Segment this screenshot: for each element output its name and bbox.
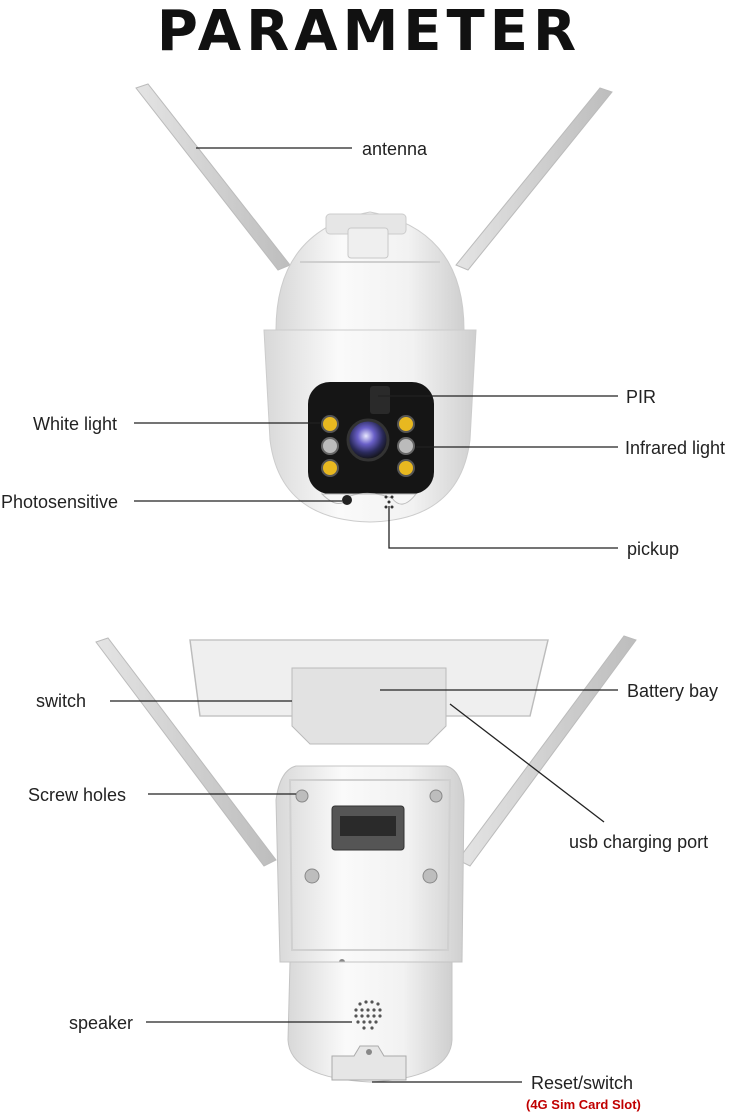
screw-hole <box>429 789 443 803</box>
white-led <box>397 459 415 477</box>
label-infrared-light: Infrared light <box>625 438 726 458</box>
top-camera <box>135 83 613 523</box>
left-antenna-rear <box>95 637 277 867</box>
page-title: PARAMETER <box>156 0 582 64</box>
screw-hole <box>304 868 320 884</box>
white-led <box>321 459 339 477</box>
label-battery-bay: Battery bay <box>627 681 719 701</box>
label-pickup: pickup <box>627 539 680 559</box>
label-photosensitive: Photosensitive <box>1 492 119 512</box>
label-switch: switch <box>36 691 87 711</box>
bottom-camera <box>95 635 637 1083</box>
callout-lines <box>110 147 618 1083</box>
left-antenna <box>135 83 291 271</box>
speaker-grille <box>354 1000 382 1030</box>
screw-hole <box>422 868 438 884</box>
pickup-mic-holes <box>384 495 394 509</box>
label-antenna: antenna <box>362 139 428 159</box>
ir-led <box>321 437 339 455</box>
usb-port-callout <box>449 703 605 823</box>
label-sim-slot: (4G Sim Card Slot) <box>526 1097 641 1112</box>
label-pir: PIR <box>626 387 657 407</box>
white-led <box>321 415 339 433</box>
pickup-callout <box>388 506 618 549</box>
white-led <box>397 415 415 433</box>
photosensitive-sensor <box>342 495 352 505</box>
label-speaker: speaker <box>69 1013 134 1033</box>
rear-mount <box>275 765 465 963</box>
label-reset-switch: Reset/switch <box>531 1073 634 1093</box>
sim-cover <box>331 1045 407 1081</box>
label-usb-charging-port: usb charging port <box>569 832 709 852</box>
label-screw-holes: Screw holes <box>28 785 127 805</box>
battery-bay <box>291 667 447 745</box>
right-antenna-rear <box>457 635 637 867</box>
ir-led <box>397 437 415 455</box>
right-antenna <box>455 87 613 271</box>
label-white-light: White light <box>33 414 118 434</box>
camera-dome <box>275 211 465 331</box>
screw-hole <box>295 789 309 803</box>
camera-lens <box>346 418 390 462</box>
